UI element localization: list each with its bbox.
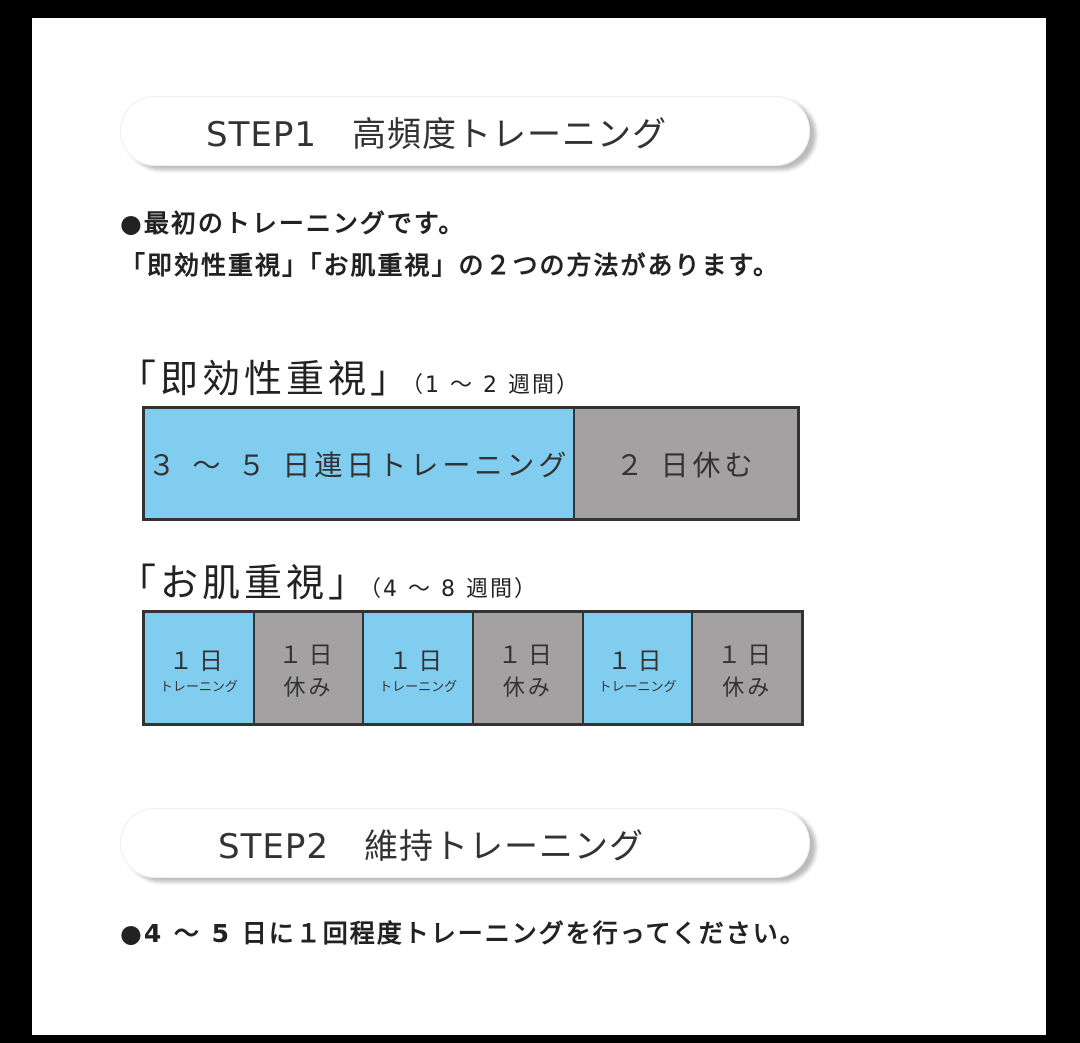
segment-rest: １日休み bbox=[474, 613, 584, 723]
segment-training: １日トレーニング bbox=[145, 613, 255, 723]
segment-rest: １日休み bbox=[254, 613, 365, 723]
plan-fast-heading: 「即効性重視」（1 ～ 2 週間） bbox=[118, 348, 580, 403]
step2-note: ●4 ～ 5 日に１回程度トレーニングを行ってください。 bbox=[120, 919, 807, 948]
segment-days: １日 bbox=[607, 647, 668, 675]
segment-days: １日 bbox=[497, 640, 558, 669]
segment-activity: トレーニング bbox=[598, 680, 677, 695]
segment-training: ３ ～ ５ 日連日トレーニング bbox=[145, 409, 575, 518]
segment-days: １日 bbox=[278, 640, 339, 669]
segment-rest: １日休み bbox=[693, 613, 802, 723]
segment-label: ２ 日休む bbox=[615, 448, 757, 482]
segment-activity: 休み bbox=[502, 675, 553, 701]
segment-label: ３ ～ ５ 日連日トレーニング bbox=[147, 448, 571, 482]
segment-activity: トレーニング bbox=[159, 680, 238, 695]
intro-line-1: ●最初のトレーニングです。 bbox=[120, 209, 466, 238]
document-page: STEP1 高頻度トレーニング ●最初のトレーニングです。 「即効性重視」「お肌… bbox=[32, 18, 1046, 1035]
plan-skin-heading: 「お肌重視」（4 ～ 8 週間） bbox=[118, 552, 538, 607]
plan-fast-schedule-bar: ３ ～ ５ 日連日トレーニング ２ 日休む bbox=[142, 406, 800, 521]
plan-skin-duration: （4 ～ 8 週間） bbox=[370, 577, 538, 602]
segment-days: １日 bbox=[388, 647, 449, 675]
segment-activity: 休み bbox=[722, 675, 773, 701]
segment-activity: トレーニング bbox=[379, 680, 458, 695]
plan-fast-title: 「即効性重視」 bbox=[118, 357, 413, 401]
plan-fast-duration: （1 ～ 2 週間） bbox=[412, 373, 580, 398]
step2-header: STEP2 維持トレーニング bbox=[120, 808, 810, 878]
segment-rest: ２ 日休む bbox=[575, 409, 797, 518]
intro-line-2: 「即効性重視」「お肌重視」の２つの方法があります。 bbox=[120, 251, 781, 280]
segment-training: １日トレーニング bbox=[364, 613, 475, 723]
segment-training: １日トレーニング bbox=[583, 613, 694, 723]
segment-days: １日 bbox=[717, 640, 778, 669]
segment-activity: 休み bbox=[283, 675, 334, 701]
step2-title: STEP2 維持トレーニング bbox=[218, 826, 644, 867]
plan-skin-title: 「お肌重視」 bbox=[118, 561, 371, 605]
step1-title: STEP1 高頻度トレーニング bbox=[206, 114, 667, 155]
step1-header: STEP1 高頻度トレーニング bbox=[120, 96, 810, 166]
segment-days: １日 bbox=[168, 647, 229, 675]
